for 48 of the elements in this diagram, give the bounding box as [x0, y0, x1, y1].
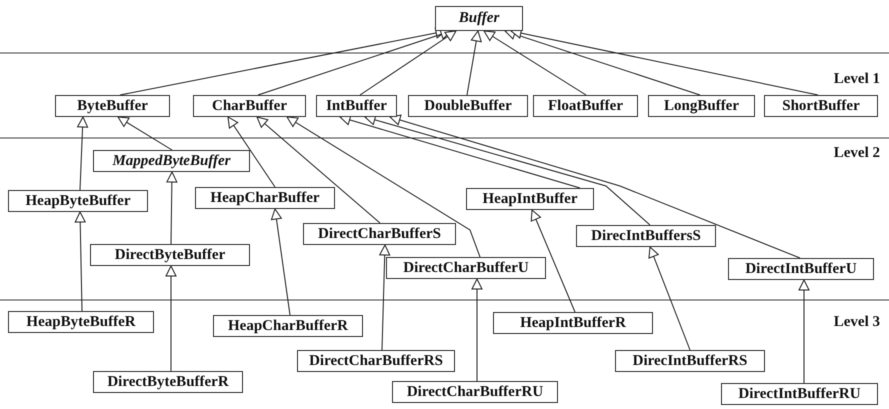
inheritance-arrow — [466, 30, 482, 96]
class-box: ShortBuffer — [764, 95, 878, 117]
inheritance-arrow — [77, 116, 88, 190]
inheritance-arrow — [166, 266, 176, 372]
class-box: HeapIntBuffer — [466, 188, 594, 210]
inheritance-arrow — [390, 114, 800, 258]
class-box: DirectIntBufferRU — [721, 383, 878, 405]
inheritance-arrow — [379, 244, 390, 350]
class-box: DirectCharBufferS — [303, 223, 456, 245]
class-box: DirectByteBufferR — [93, 371, 243, 393]
level-label: Level 1 — [832, 70, 880, 89]
class-box: DirectCharBufferRS — [297, 350, 455, 372]
class-box: IntBuffer — [316, 95, 397, 117]
inheritance-arrow — [74, 212, 86, 312]
inheritance-arrow — [360, 30, 456, 96]
class-box: DirectCharBufferRU — [392, 381, 558, 403]
class-box: DirecIntBufferRS — [615, 350, 765, 372]
class-box: Buffer — [435, 6, 523, 31]
inheritance-arrow — [286, 116, 480, 258]
inheritance-arrow — [484, 30, 586, 96]
inheritance-arrow — [228, 116, 276, 188]
class-box: HeapCharBuffer — [195, 187, 335, 209]
inheritance-arrow — [256, 116, 380, 224]
class-box: HeapCharBufferR — [213, 315, 363, 337]
inheritance-arrow — [530, 210, 576, 312]
inheritance-arrow — [340, 114, 580, 188]
inheritance-arrow — [504, 28, 700, 96]
inheritance-arrow — [118, 116, 172, 150]
class-box: ByteBuffer — [55, 95, 170, 117]
inheritance-arrow — [270, 208, 290, 316]
class-box: DirectIntBufferU — [728, 258, 874, 280]
inheritance-arrow — [166, 172, 178, 244]
class-box: HeapByteBuffer — [8, 190, 148, 212]
class-box: MappedByteBuffer — [93, 150, 250, 172]
class-box: DirectByteBuffer — [90, 244, 250, 266]
inheritance-arrow — [798, 280, 810, 384]
class-box: HeapIntBufferR — [493, 312, 653, 334]
class-box: CharBuffer — [193, 95, 306, 117]
class-box: HeapByteBuffeR — [8, 311, 154, 333]
level-label: Level 3 — [832, 313, 880, 332]
class-box: DoubleBuffer — [408, 95, 528, 117]
class-box: FloatBuffer — [533, 95, 638, 117]
class-box: DirectCharBufferU — [386, 257, 546, 279]
class-box: DirecIntBuffersS — [576, 225, 716, 247]
class-box: LongBuffer — [648, 95, 755, 117]
inheritance-arrow — [472, 278, 482, 382]
level-label: Level 2 — [832, 144, 880, 163]
inheritance-arrow — [648, 246, 690, 350]
